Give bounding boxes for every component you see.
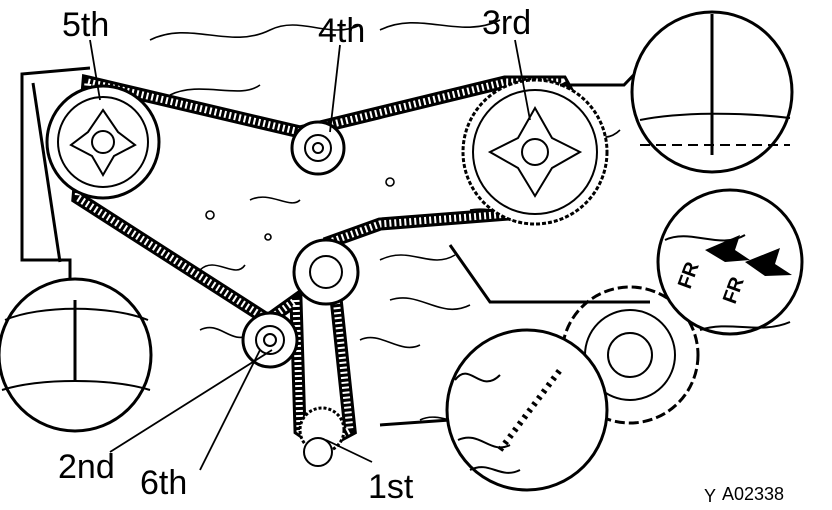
detail-circle-cam-mark-left [0, 277, 153, 433]
label-pointers [89, 39, 531, 471]
label-3rd: 3rd [482, 4, 531, 42]
label-6th: 6th [140, 464, 187, 502]
label-5th: 5th [62, 6, 109, 44]
figure-code: A02338 [722, 484, 784, 504]
detail-circle-crank-mark [445, 328, 609, 492]
idler-pulley-middle [292, 238, 360, 306]
arrow-icon [745, 248, 792, 276]
camshaft-pulley-right [461, 78, 609, 226]
figure-mark: Y [704, 486, 716, 506]
arrow-icon [705, 235, 750, 262]
idler-pulley-upper [290, 120, 346, 176]
idler-pulley-lower [241, 311, 299, 369]
detail-circle-cam-mark-right [630, 10, 794, 174]
label-1st: 1st [368, 468, 414, 506]
label-4th: 4th [318, 12, 365, 50]
camshaft-pulley-left [45, 84, 161, 200]
crankshaft-pulley [298, 406, 346, 467]
leader-lines [20, 58, 650, 427]
detail-circle-front-direction [656, 188, 804, 336]
label-2nd: 2nd [58, 448, 115, 486]
